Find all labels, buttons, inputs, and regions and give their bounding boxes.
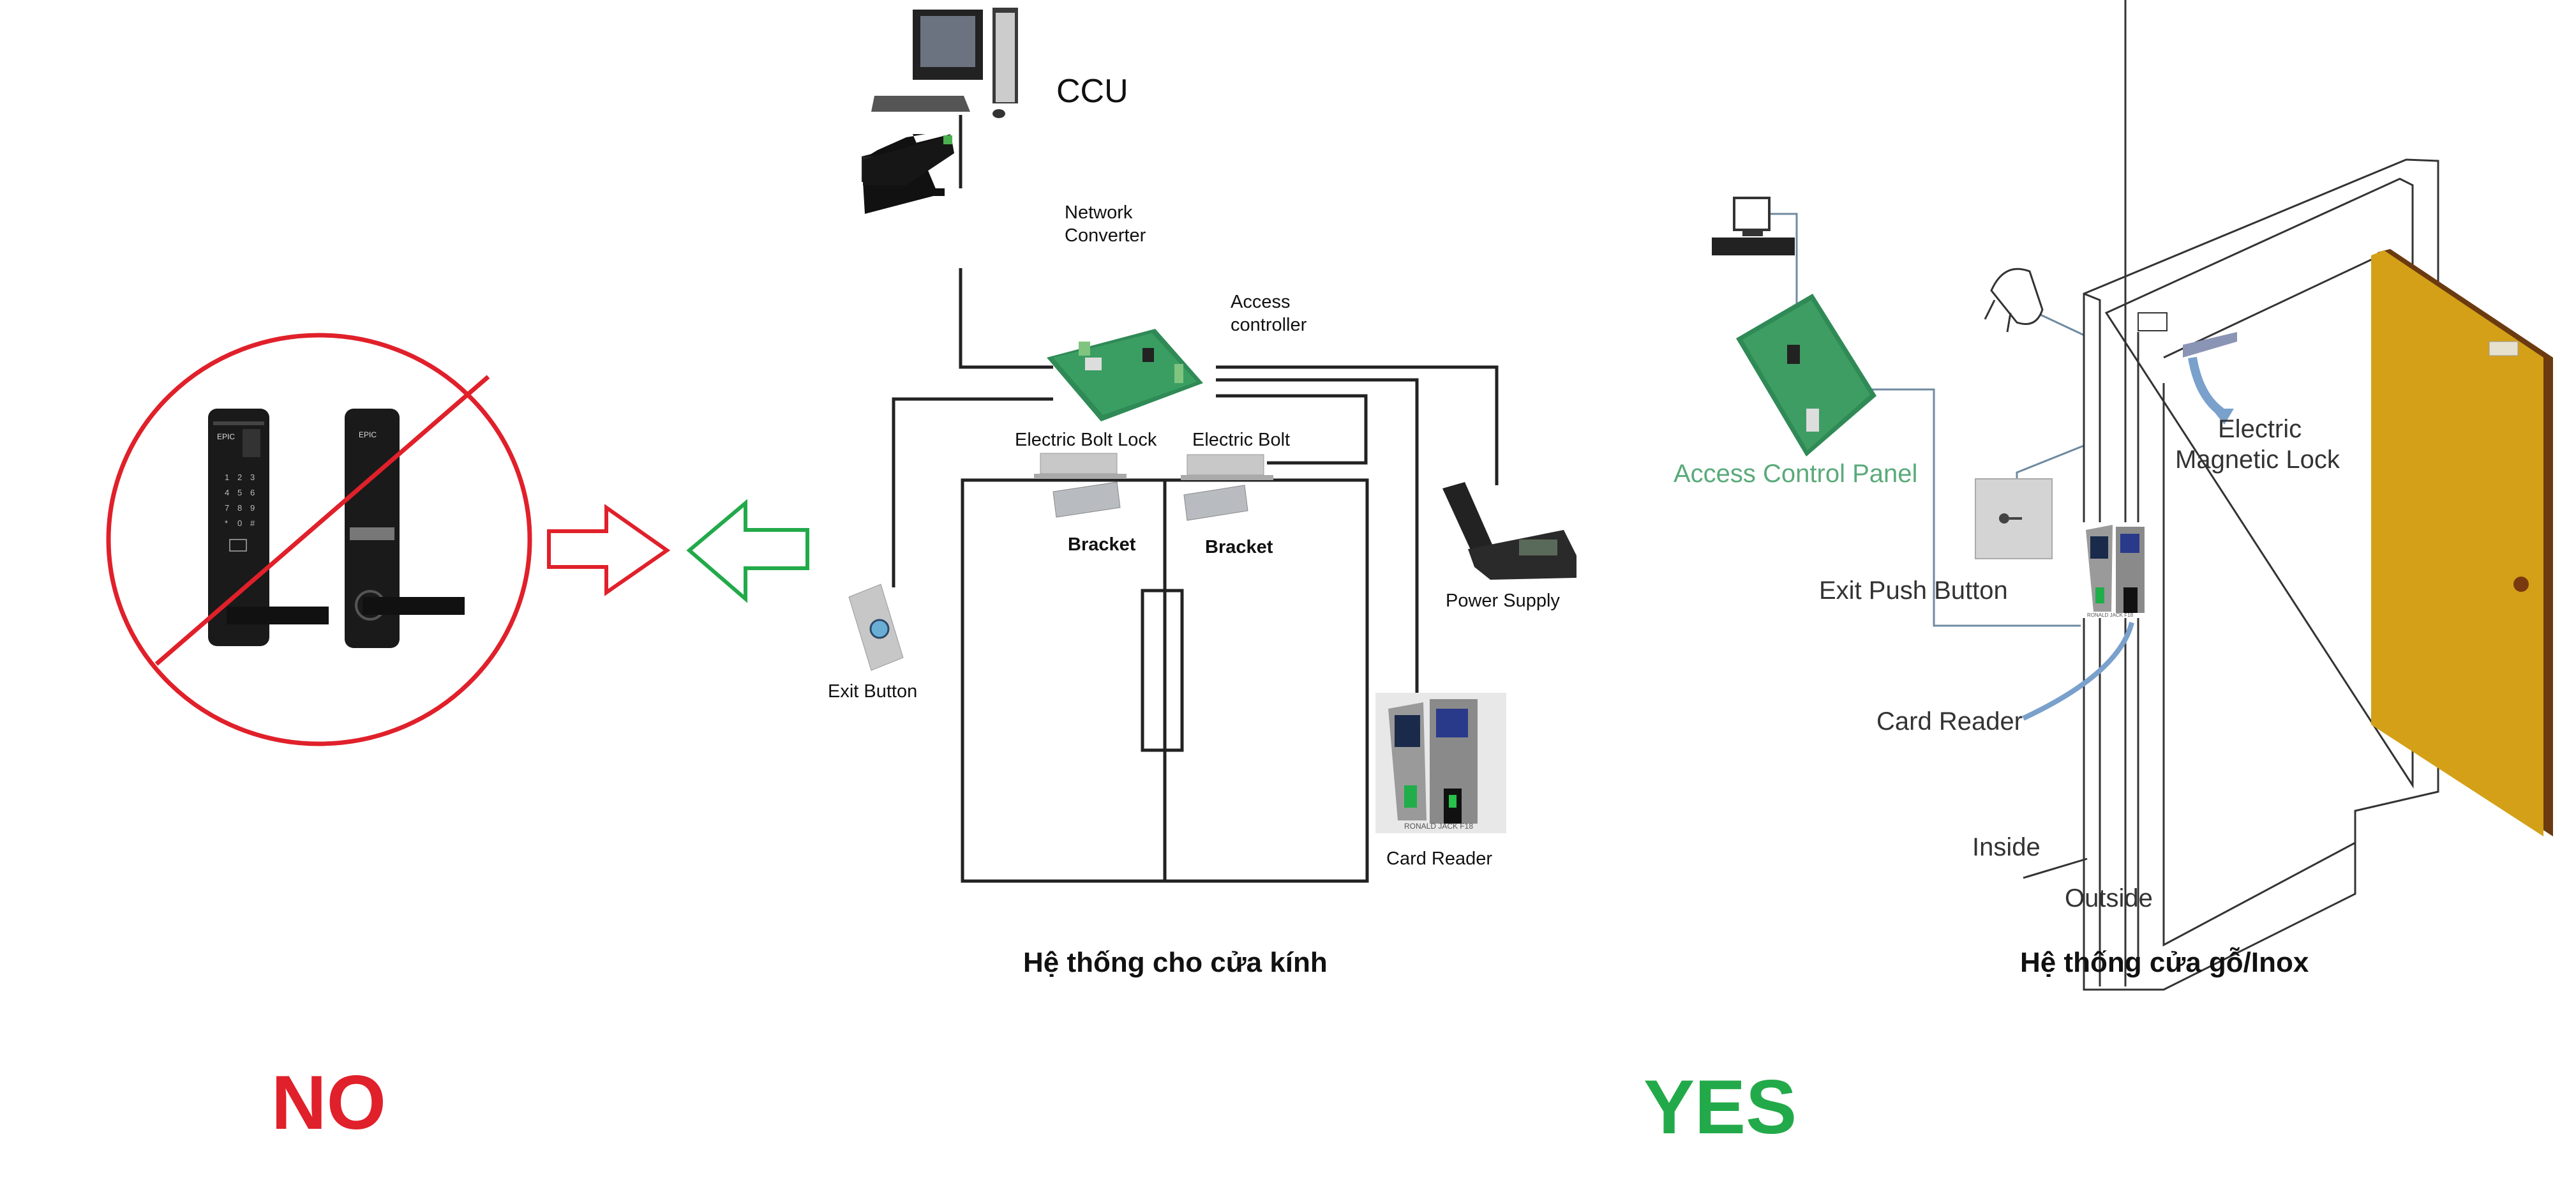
access-controller-icon <box>1047 329 1203 421</box>
svg-text:5: 5 <box>237 488 242 497</box>
outside-label: Outside <box>2065 884 2153 912</box>
wood-card-reader-label: Card Reader <box>1876 707 2023 736</box>
network-converter-label-1: Network <box>1065 202 1133 223</box>
bracket-right-label: Bracket <box>1205 537 1273 557</box>
svg-text:6: 6 <box>250 488 255 497</box>
card-reader-pointer-arrow <box>2022 622 2134 721</box>
bracket-left-label: Bracket <box>1068 534 1136 555</box>
wood-card-reader-icon: RONALD JACK F18 <box>2078 522 2149 618</box>
electric-bolt-lock-icon <box>1034 453 1127 479</box>
access-controller-label-2: controller <box>1231 315 1307 335</box>
brand-label-back: EPIC <box>359 430 377 439</box>
wood-system-title: Hệ thống cửa gỗ/Inox <box>2020 946 2309 978</box>
prohibition-circle <box>106 333 532 746</box>
network-converter-label-2: Converter <box>1065 225 1146 246</box>
brand-label: EPIC <box>217 432 235 441</box>
computer-icon <box>1712 197 1795 255</box>
svg-text:9: 9 <box>250 503 255 513</box>
exit-push-button-icon <box>1975 478 2053 559</box>
ccu-computer-icon <box>871 8 1018 118</box>
bracket-right-icon <box>1183 485 1248 521</box>
network-converter-icon <box>862 134 954 214</box>
exit-push-button-label: Exit Push Button <box>1819 577 2008 605</box>
prohibition-slash <box>154 375 490 666</box>
inside-label: Inside <box>1972 833 2041 861</box>
magnetic-lock-label-1: Electric <box>2218 415 2302 443</box>
access-control-panel-label: Access Control Panel <box>1674 460 1917 488</box>
glass-door-system: CCU Network Converter Access controller … <box>828 8 1576 978</box>
svg-text:*: * <box>225 518 228 528</box>
verdict-yes: YES <box>1644 1064 1797 1150</box>
red-arrow-right-icon <box>547 504 671 596</box>
magnetic-lock-icon <box>2138 312 2237 425</box>
svg-text:8: 8 <box>237 503 242 513</box>
glass-system-title: Hệ thống cho cửa kính <box>1023 947 1328 978</box>
power-supply-label: Power Supply <box>1446 591 1560 611</box>
electric-bolt-lock-label: Electric Bolt Lock <box>1015 430 1157 450</box>
access-controller-label-1: Access <box>1231 292 1290 312</box>
access-control-panel-icon <box>1736 294 1876 457</box>
svg-text:3: 3 <box>250 472 255 482</box>
green-arrow-left-icon <box>686 499 809 603</box>
card-reader-icon: RONALD JACK F18 <box>1375 693 1506 833</box>
power-plug-icon <box>1984 268 2044 333</box>
wiring <box>892 115 1499 883</box>
magnetic-lock-label-2: Magnetic Lock <box>2175 446 2340 474</box>
wood-door-system: Access Control Panel <box>1674 0 2553 991</box>
card-reader-label: Card Reader <box>1386 849 1492 869</box>
smart-lock-back: EPIC <box>345 409 465 648</box>
ccu-label: CCU <box>1056 73 1128 110</box>
svg-text:0: 0 <box>237 518 242 528</box>
electric-bolt-label: Electric Bolt <box>1192 430 1290 450</box>
electric-bolt-icon <box>1181 454 1273 480</box>
exit-button-icon <box>848 584 904 671</box>
bracket-left-icon <box>1052 481 1121 518</box>
svg-text:7: 7 <box>225 503 229 513</box>
wood-reader-model-label: RONALD JACK F18 <box>2087 612 2134 618</box>
threshold-line <box>2023 857 2088 879</box>
verdict-no: NO <box>271 1060 386 1145</box>
svg-text:#: # <box>250 518 255 528</box>
reader-model-label: RONALD JACK F18 <box>1404 822 1473 831</box>
power-supply-icon <box>1442 482 1576 580</box>
svg-text:1: 1 <box>225 472 229 482</box>
door-frame <box>2083 0 2439 991</box>
svg-text:4: 4 <box>225 488 229 497</box>
wooden-door-icon <box>2371 249 2553 836</box>
svg-text:2: 2 <box>237 472 242 482</box>
exit-button-label: Exit Button <box>828 681 917 702</box>
